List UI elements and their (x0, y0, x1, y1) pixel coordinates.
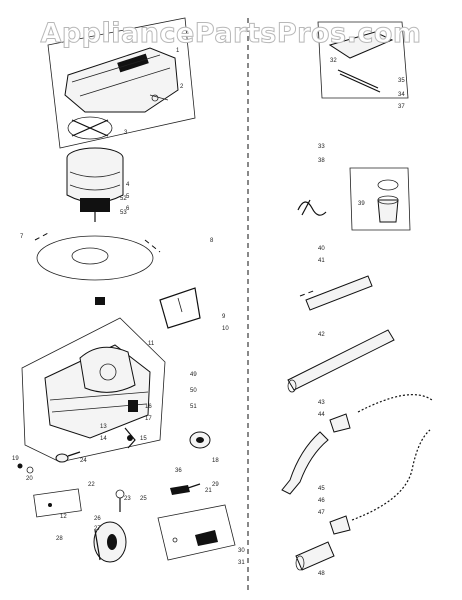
label-7: 7 (20, 234, 24, 240)
part-filter-cup[interactable] (349, 167, 411, 231)
label-17: 17 (145, 416, 152, 422)
label-1: 1 (176, 48, 180, 54)
label-11: 11 (148, 341, 155, 347)
part-hose-port[interactable] (189, 431, 211, 449)
label-39: 39 (358, 201, 365, 207)
part-curved-handle[interactable] (281, 431, 329, 495)
part-motor[interactable] (66, 147, 124, 222)
part-hose-lower[interactable] (329, 429, 431, 535)
label-44: 44 (318, 412, 325, 418)
label-8: 8 (210, 238, 214, 244)
label-5: 5 (126, 194, 130, 200)
label-37: 37 (398, 104, 405, 110)
label-28: 28 (56, 536, 63, 542)
label-35: 35 (398, 78, 405, 84)
label-4: 4 (126, 182, 130, 188)
part-hose-upper[interactable] (329, 394, 433, 433)
label-21: 21 (205, 488, 212, 494)
label-24: 24 (80, 458, 87, 464)
label-16: 16 (145, 404, 152, 410)
label-10: 10 (222, 326, 229, 332)
label-19: 19 (12, 456, 19, 462)
part-bottom-plate[interactable] (157, 504, 236, 561)
label-42: 42 (318, 332, 325, 338)
label-6: 6 (126, 206, 130, 212)
label-18: 18 (212, 458, 219, 464)
part-end-fitting[interactable] (295, 541, 335, 571)
label-22: 22 (88, 482, 95, 488)
label-46: 46 (318, 498, 325, 504)
part-wheel[interactable] (93, 521, 127, 563)
label-53: 53 (120, 210, 127, 216)
label-38: 38 (318, 158, 325, 164)
label-52: 52 (120, 196, 127, 202)
label-43: 43 (318, 400, 325, 406)
label-14: 14 (100, 436, 107, 442)
label-41: 41 (318, 258, 325, 264)
label-49: 49 (190, 372, 197, 378)
part-filter-disc[interactable] (67, 116, 113, 140)
label-29: 29 (212, 482, 219, 488)
label-51: 51 (190, 404, 197, 410)
part-caster-hardware[interactable] (17, 451, 81, 474)
label-20: 20 (26, 476, 33, 482)
label-40: 40 (318, 246, 325, 252)
part-latch[interactable] (124, 427, 136, 449)
label-47: 47 (318, 510, 325, 516)
label-23: 23 (124, 496, 131, 502)
part-crevice-clip[interactable] (297, 199, 327, 216)
label-15: 15 (140, 436, 147, 442)
part-caster-plate[interactable] (33, 488, 125, 518)
part-bracket[interactable] (95, 287, 201, 329)
part-lid-assembly[interactable] (47, 17, 196, 149)
label-9: 9 (222, 314, 226, 320)
label-12: 12 (60, 514, 67, 520)
part-main-housing[interactable] (21, 317, 166, 463)
label-3: 3 (124, 130, 128, 136)
part-long-wand[interactable] (287, 329, 395, 393)
label-34: 34 (398, 92, 405, 98)
part-gasket-ring[interactable] (34, 231, 161, 281)
label-33: 33 (318, 144, 325, 150)
label-48: 48 (318, 571, 325, 577)
label-30: 30 (238, 548, 245, 554)
label-27: 27 (94, 526, 101, 532)
part-clip[interactable] (170, 483, 201, 495)
label-32: 32 (330, 58, 337, 64)
label-26: 26 (94, 516, 101, 522)
label-45: 45 (318, 486, 325, 492)
label-25: 25 (140, 496, 147, 502)
label-31: 31 (238, 560, 245, 566)
watermark: AppliancePartsPros.com (40, 18, 421, 49)
label-36: 36 (175, 468, 182, 474)
part-short-wand[interactable] (299, 275, 373, 311)
part-floor-brush[interactable] (317, 21, 409, 99)
label-13: 13 (100, 424, 107, 430)
label-50: 50 (190, 388, 197, 394)
label-2: 2 (180, 84, 184, 90)
